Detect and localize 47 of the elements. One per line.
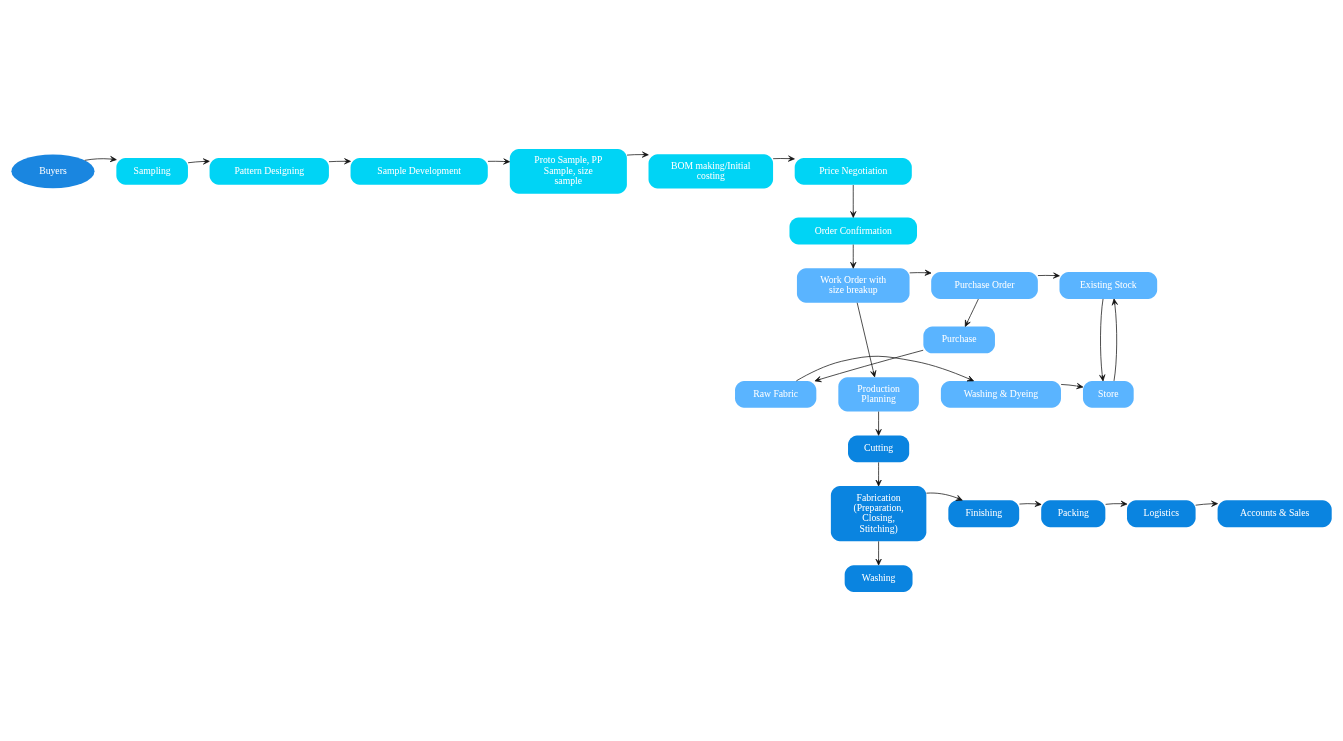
arrow [1060,383,1084,390]
node-box: Price Negotiation [794,157,912,185]
arrow [626,151,649,158]
arrow [1019,500,1042,507]
node-box: Sampling [116,157,188,185]
arrow [875,540,882,566]
arrow [187,158,210,165]
arrow [328,158,351,165]
arrow [926,492,963,501]
arrow [814,349,924,383]
node-box: Existing Stock [1059,272,1158,299]
node-box: Sample Development [350,157,488,185]
arrow [856,302,877,378]
node-box: Packing [1041,500,1106,528]
arrow [875,462,882,487]
arrow [772,155,795,162]
node-box: Washing & Dyeing [940,380,1061,408]
arrow [875,411,882,436]
node-box: BOM making/Initial costing [648,154,774,189]
node-box: Store [1082,380,1134,408]
node-box: Purchase [923,326,995,354]
arrow [1105,500,1128,507]
node-box: Fabrication (Preparation, Closing, Stitching) [830,486,927,542]
node-box: Cutting [848,435,910,463]
node-box: Washing [844,565,913,592]
arrow [909,269,932,276]
arrow [1195,500,1218,507]
node-ellipse: Buyers [11,154,95,189]
arrow [487,158,510,165]
arrow [796,355,974,382]
node-box: Purchase Order [931,272,1038,299]
node-box: Finishing [948,500,1020,528]
node-box: Pattern Designing [209,157,329,185]
node-box: Proto Sample, PP Sample, size sample [509,149,627,194]
arrow [850,184,857,218]
node-box: Work Order with size breakup [796,268,910,303]
node-box: Production Planning [838,377,919,412]
arrow [1099,298,1106,382]
arrow [1111,298,1118,382]
node-box: Raw Fabric [735,380,817,408]
node-box: Accounts & Sales [1217,500,1332,528]
arrow [850,244,857,269]
arrow [964,298,979,327]
arrow [84,156,117,163]
arrow [1037,272,1060,279]
node-box: Logistics [1126,500,1196,528]
node-box: Order Confirmation [789,217,917,245]
